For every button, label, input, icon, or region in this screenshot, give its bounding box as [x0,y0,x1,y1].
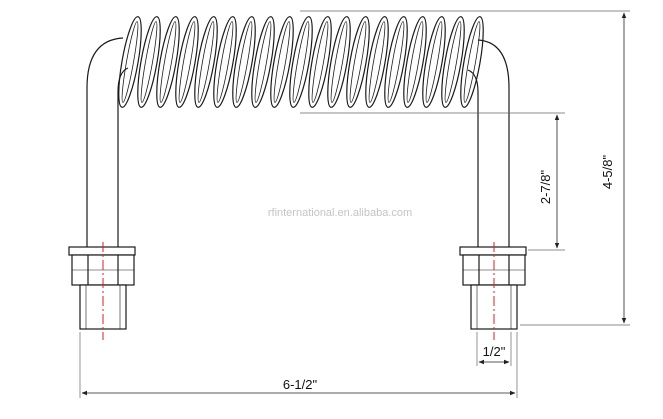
coil-loop [137,16,161,108]
extension-lines [79,10,630,398]
left-leg [86,37,129,250]
coil-loop-inner [463,21,481,103]
leg-height-label: 2-7/8" [538,169,553,204]
coil-loop-inner [121,21,139,103]
coil-loop-inner [387,21,405,103]
coil-loop-inner [292,21,310,103]
left-fitting [68,246,136,330]
coil-loop-inner [197,21,215,103]
coil-loop-inner [406,21,424,103]
watermark-text: rfinternational.en.alibaba.com [268,207,412,219]
centerlines [102,242,495,340]
coil-loop [118,16,142,108]
coil-loop [441,16,465,108]
coil-loop-inner [140,21,158,103]
coil-loop [175,16,199,108]
coil-loop [213,16,237,108]
coil-loop [365,16,389,108]
coil-loop [156,16,180,108]
coil-loop [327,16,351,108]
coil-loop [289,16,313,108]
coil-loop-inner [425,21,443,103]
coil-loop [460,16,484,108]
coil-spring [118,16,484,108]
coil-loop-inner [330,21,348,103]
coil-loop [194,16,218,108]
coil-loop-inner [349,21,367,103]
dimension-lines [81,12,627,396]
coil-loop-inner [311,21,329,103]
overall-height-label: 4-5/8" [600,154,615,189]
coil-loop-inner [178,21,196,103]
right-washer [459,246,527,256]
coil-loop-inner [216,21,234,103]
overall-width-label: 6-1/2" [283,377,318,392]
coil-loop [384,16,408,108]
coil-loop-inner [159,21,177,103]
coil-loop [232,16,256,108]
coil-loop-inner [235,21,253,103]
coil-loop [270,16,294,108]
right-fitting [459,246,527,330]
coil-loop-inner [368,21,386,103]
coil-loop-inner [444,21,462,103]
coil-loop [251,16,275,108]
coil-loop [308,16,332,108]
right-leg [467,39,510,250]
coil-loop [346,16,370,108]
coil-loop-inner [254,21,272,103]
left-washer [68,246,136,256]
coil-loop [422,16,446,108]
thread-width-label: 1/2" [483,344,506,359]
coil-loop-inner [273,21,291,103]
coil-loop [403,16,427,108]
